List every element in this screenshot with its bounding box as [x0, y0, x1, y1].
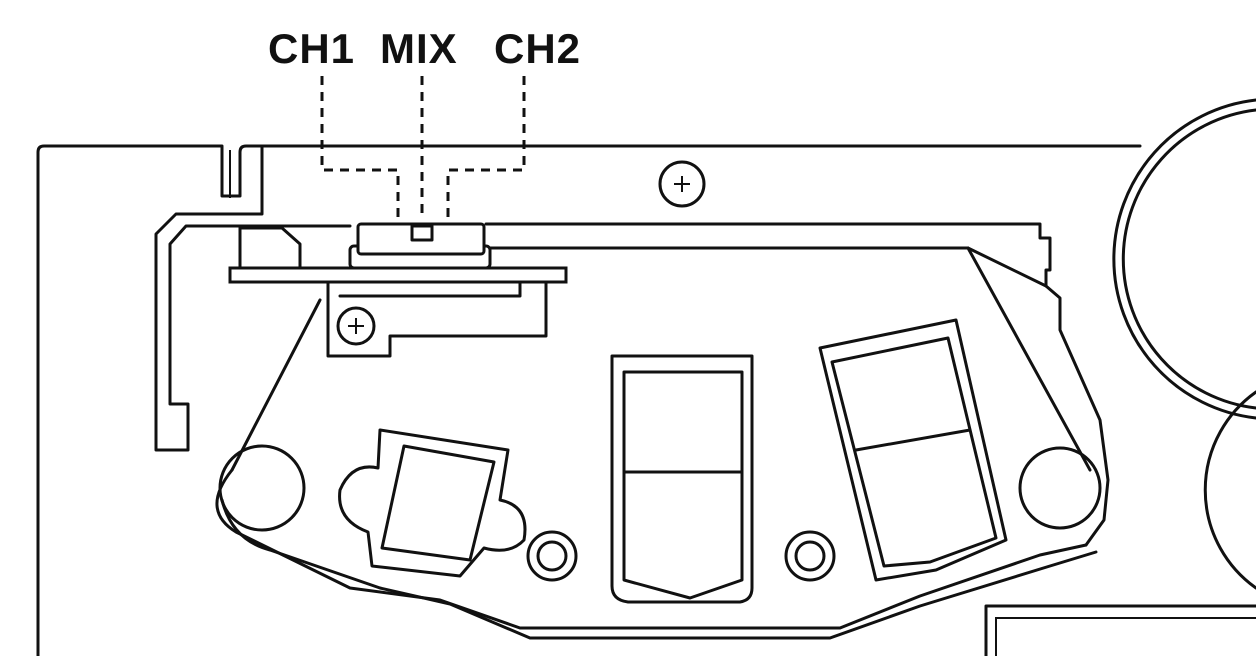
inner-plate: [230, 222, 1110, 547]
left-guide-roller: [218, 444, 306, 532]
bracket-screw-icon: [336, 306, 376, 346]
small-roller-left: [526, 530, 578, 582]
bottom-right-panel: [984, 604, 1256, 656]
chassis-outline: [36, 144, 1142, 656]
reel-circle: [1112, 98, 1256, 590]
label-ch1: CH1: [268, 25, 356, 72]
left-head: [338, 428, 527, 578]
label-ch2: CH2: [494, 25, 582, 72]
leader-lines: [320, 76, 526, 220]
center-head: [610, 354, 754, 604]
label-mix: MIX: [380, 25, 458, 72]
screw-icon: [658, 160, 706, 208]
head-bracket: [228, 226, 568, 358]
small-roller-right: [784, 530, 836, 582]
channel-switch: [348, 222, 492, 270]
tape-path: [215, 468, 1098, 640]
right-guide-roller: [1018, 446, 1102, 530]
right-head: [818, 318, 1008, 582]
